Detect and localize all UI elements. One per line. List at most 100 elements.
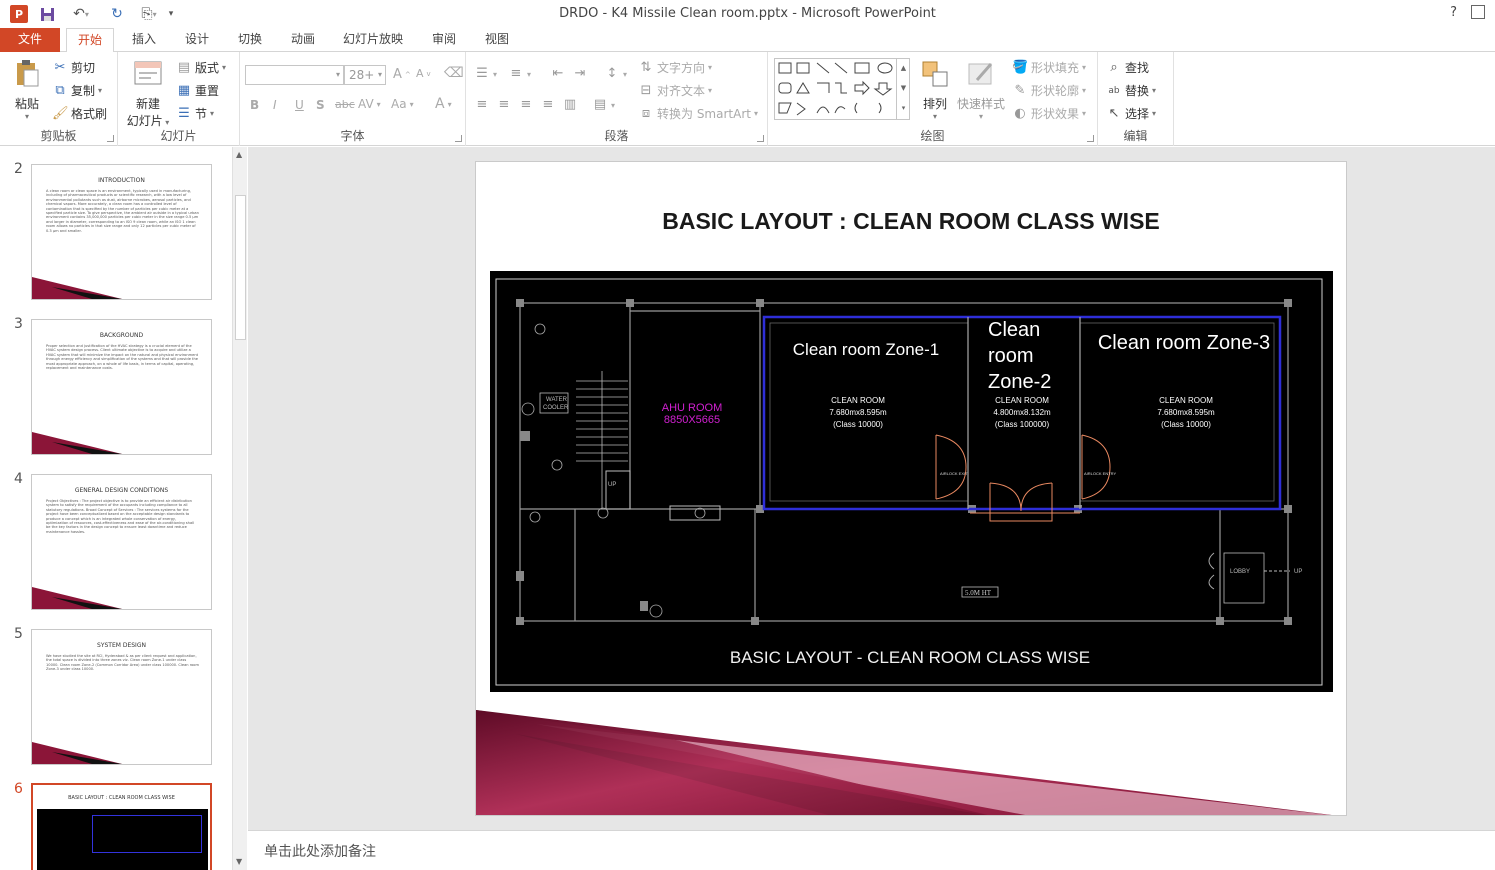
columns-icon: ▤ [593, 97, 607, 112]
align-text-button[interactable]: ⊟对齐文本▾ [638, 82, 712, 99]
tab-design[interactable]: 设计 [184, 32, 209, 46]
shape-fill-button[interactable]: 🪣形状填充▾ [1012, 59, 1087, 76]
font-size-dropdown[interactable]: 28+▾ [344, 65, 386, 85]
format-painter-button[interactable]: 🖌格式刷 [52, 105, 107, 122]
scrollbar-thumb[interactable] [235, 195, 246, 340]
italic-button[interactable]: I [273, 98, 277, 112]
effects-icon: ◐ [1014, 105, 1026, 121]
clipboard-launcher-icon[interactable] [107, 135, 114, 142]
slide-thumbnail-4[interactable]: GENERAL DESIGN CONDITIONS Project Object… [31, 474, 212, 610]
find-button[interactable]: ⌕查找 [1106, 59, 1149, 76]
line-spacing-button[interactable]: ↕▾ [604, 66, 627, 82]
save-icon[interactable] [36, 4, 58, 24]
thumbnail-title: BACKGROUND [99, 332, 144, 339]
character-spacing-button[interactable]: AV▾ [358, 97, 381, 111]
new-slide-label-2: 幻灯片 ▾ [126, 114, 170, 128]
copy-icon: ⧉ [55, 82, 65, 98]
redo-icon[interactable]: ↻ [111, 6, 123, 22]
justify-icon[interactable]: ≡ [542, 97, 554, 112]
slide-thumbnail-2[interactable]: INTRODUCTION A clean room or clean space… [31, 164, 212, 300]
current-slide[interactable]: BASIC LAYOUT : CLEAN ROOM CLASS WISE [475, 161, 1347, 816]
undo-icon[interactable]: ↶▾ [73, 6, 89, 22]
convert-smartart-button[interactable]: ⧈转换为 SmartArt▾ [638, 105, 758, 122]
replace-icon: ab [1108, 85, 1120, 96]
slide-thumbnail-3[interactable]: BACKGROUND Proper selection and justific… [31, 319, 212, 455]
scroll-up-icon[interactable]: ▲ [236, 150, 243, 159]
help-button[interactable]: ? [1450, 5, 1457, 20]
strikethrough-button[interactable]: abc [335, 98, 355, 111]
slide-thumbnail-pane[interactable]: 2 INTRODUCTION A clean room or clean spa… [0, 147, 232, 870]
numbering-button[interactable]: ≡▾ [508, 66, 531, 82]
change-case-button[interactable]: Aa▾ [391, 97, 414, 111]
drawing-launcher-icon[interactable] [1087, 135, 1094, 142]
arrange-icon [922, 61, 948, 87]
thumbnail-scrollbar[interactable]: ▲ ▼ [232, 147, 247, 870]
quick-styles-button[interactable]: 快速样式 ▾ [956, 58, 1006, 121]
thumbnail-title: GENERAL DESIGN CONDITIONS [74, 487, 169, 494]
paste-button[interactable]: 粘贴 ▾ [8, 58, 46, 121]
font-group-label: 字体 [340, 129, 365, 143]
bullets-button[interactable]: ☰▾ [474, 66, 497, 82]
align-center-icon[interactable]: ≡ [498, 97, 510, 112]
increase-indent-icon[interactable]: ⇥ [574, 66, 586, 81]
slide-thumbnail-5[interactable]: SYSTEM DESIGN We have studied the site a… [31, 629, 212, 765]
drawing-caption: BASIC LAYOUT - CLEAN ROOM CLASS WISE [730, 648, 1090, 667]
layout-button[interactable]: ▤版式▾ [177, 59, 227, 76]
bold-button[interactable]: B [250, 98, 260, 112]
tab-insert[interactable]: 插入 [131, 32, 156, 46]
zone-3-spec-class: (Class 10000) [1161, 420, 1211, 429]
start-from-beginning-icon[interactable]: ⎘▾ [141, 6, 157, 22]
scroll-down-icon[interactable]: ▼ [236, 857, 243, 866]
tab-slideshow[interactable]: 幻灯片放映 [342, 32, 403, 46]
decrease-indent-icon[interactable]: ⇤ [552, 66, 564, 81]
slide-editor[interactable]: BASIC LAYOUT : CLEAN ROOM CLASS WISE [248, 147, 1495, 830]
distributed-icon[interactable]: ▥ [563, 97, 577, 112]
clear-formatting-icon[interactable]: ⌫ [444, 65, 464, 81]
shapes-gallery[interactable] [774, 58, 910, 120]
tab-review[interactable]: 审阅 [431, 32, 456, 46]
layout-label: 版式 [195, 61, 220, 75]
paste-icon [17, 60, 39, 87]
shapes-scroll[interactable]: ▲▼▾ [896, 58, 910, 120]
notes-placeholder[interactable]: 单击此处添加备注 [264, 844, 376, 860]
select-button[interactable]: ↖选择▾ [1106, 105, 1156, 122]
cad-layout-image[interactable]: WATER COOLER UP LOBBY UP 5.0M HT [490, 271, 1333, 692]
ahu-room-label: AHU ROOM [662, 402, 723, 414]
reset-button[interactable]: ▦重置 [176, 82, 219, 99]
customize-toolbar-icon[interactable]: ▾ [168, 9, 174, 19]
new-slide-button[interactable]: 新建 幻灯片 ▾ [122, 58, 174, 129]
zone-3-spec-title: CLEAN ROOM [1159, 396, 1213, 405]
font-name-dropdown[interactable]: ▾ [245, 65, 344, 85]
align-right-icon[interactable]: ≡ [520, 97, 532, 112]
tab-file[interactable]: 文件 [0, 28, 60, 52]
align-left-icon[interactable]: ≡ [476, 97, 488, 112]
arrange-button[interactable]: 排列 ▾ [914, 58, 956, 121]
zone-2-spec-size: 4.800mx8.132m [993, 408, 1051, 417]
cut-button[interactable]: ✂剪切 [52, 59, 95, 76]
copy-button[interactable]: ⧉复制▾ [52, 82, 102, 99]
font-launcher-icon[interactable] [455, 135, 462, 142]
slide-thumbnail-6[interactable]: BASIC LAYOUT : CLEAN ROOM CLASS WISE [31, 783, 212, 870]
increase-font-icon[interactable]: A^ [393, 67, 411, 82]
notes-pane[interactable]: 单击此处添加备注 [248, 830, 1495, 870]
font-color-button[interactable]: A▾ [435, 96, 452, 112]
tab-view[interactable]: 视图 [484, 32, 509, 46]
shape-effects-button[interactable]: ◐形状效果▾ [1012, 105, 1086, 122]
paragraph-launcher-icon[interactable] [757, 135, 764, 142]
shape-outline-button[interactable]: ✎形状轮廓▾ [1012, 82, 1086, 99]
text-direction-button[interactable]: ⇅文字方向▾ [638, 59, 712, 76]
powerpoint-logo-icon[interactable]: P [10, 5, 28, 23]
ribbon-display-options-icon[interactable] [1471, 5, 1485, 19]
columns-button[interactable]: ▤▾ [593, 97, 616, 112]
slide-number: 3 [14, 316, 23, 332]
zone-1-label: Clean room Zone-1 [793, 340, 939, 359]
underline-button[interactable]: U [295, 98, 304, 112]
shadow-button[interactable]: S [316, 98, 325, 112]
tab-animations[interactable]: 动画 [290, 32, 315, 46]
tab-transitions[interactable]: 切换 [237, 32, 262, 46]
section-button[interactable]: ☰节▾ [176, 105, 214, 122]
slide-title[interactable]: BASIC LAYOUT : CLEAN ROOM CLASS WISE [662, 208, 1160, 234]
tab-home[interactable]: 开始 [66, 28, 114, 53]
